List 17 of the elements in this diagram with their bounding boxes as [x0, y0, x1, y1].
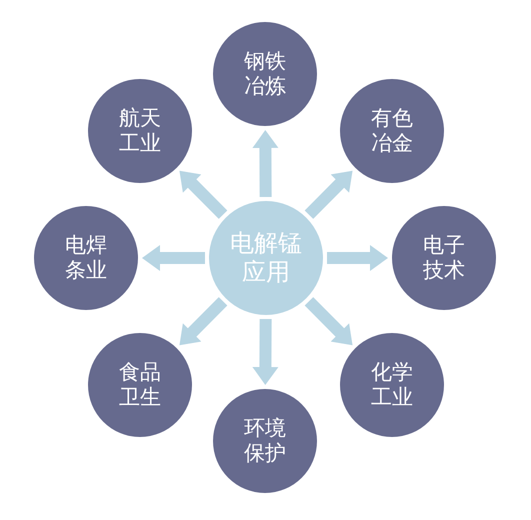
node-label: 环境保护: [244, 416, 286, 466]
node-label: 食品卫生: [119, 360, 161, 410]
node-label: 电焊条业: [65, 232, 107, 284]
node-label: 电子技术: [423, 232, 465, 284]
node-label: 电解锰应用: [230, 229, 302, 287]
node-label: 钢铁冶炼: [244, 48, 286, 100]
block-arrow: [252, 130, 278, 198]
block-arrow: [252, 318, 278, 385]
block-arrow: [304, 170, 353, 219]
block-arrow: [142, 245, 205, 271]
node-label: 化学工业: [371, 360, 413, 410]
block-arrow: [179, 170, 228, 219]
block-arrow: [327, 245, 388, 271]
node-label: 有色冶金: [371, 106, 413, 156]
block-arrow: [304, 297, 353, 346]
block-arrow: [179, 297, 228, 346]
node-label: 航天工业: [119, 106, 161, 156]
